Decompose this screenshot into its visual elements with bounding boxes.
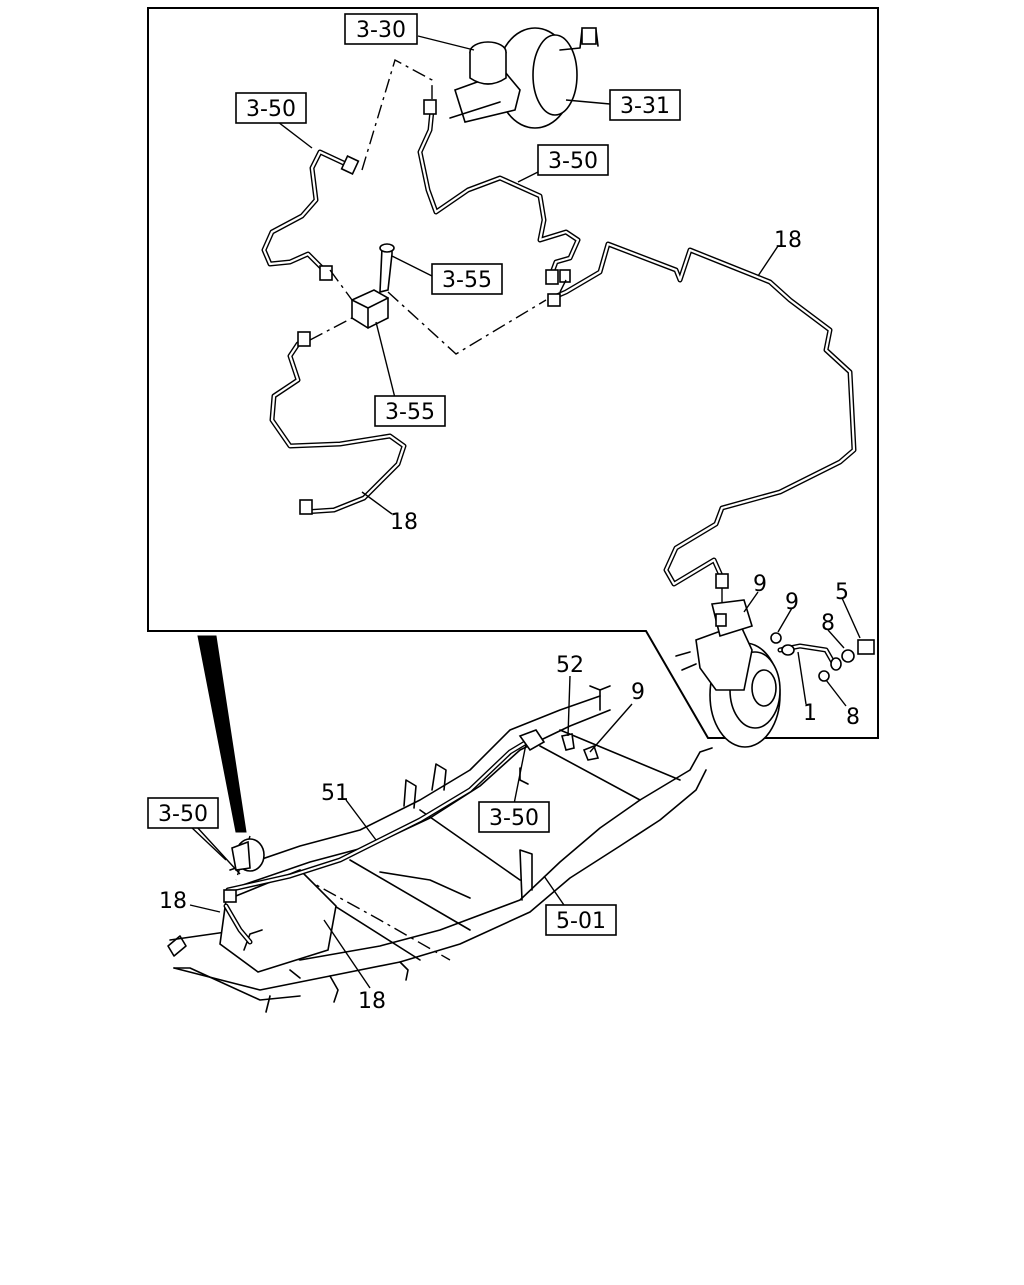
master-cylinder-small [231, 838, 265, 872]
part-number-8-lower: 8 [846, 705, 860, 730]
callout-3-50-top-right-text: 3-50 [548, 149, 598, 174]
pointer-arrow [197, 635, 247, 833]
callout-5-01-text: 5-01 [556, 909, 606, 934]
callout-3-50-top-right: 3-50 [537, 144, 609, 176]
brake-booster [496, 27, 599, 129]
callout-3-50-top-left: 3-50 [235, 92, 307, 124]
brake-pipe-upper-left [261, 149, 353, 273]
callout-5-01: 5-01 [545, 904, 617, 936]
brake-pipe-master-to-union [417, 107, 581, 281]
callout-3-55-lower: 3-55 [374, 395, 446, 427]
part-number-9-frame: 9 [631, 680, 645, 705]
callout-3-30: 3-30 [344, 13, 418, 45]
callout-3-50-frame-left-text: 3-50 [158, 802, 208, 827]
frame-brake-pipes [223, 737, 533, 945]
brake-pipe-long-right [549, 241, 857, 587]
part-number-9-clip: 9 [785, 590, 799, 615]
fuel-tank [219, 869, 337, 979]
part-number-5: 5 [835, 580, 849, 605]
callout-3-31: 3-31 [609, 89, 681, 121]
callout-3-55-upper: 3-55 [431, 263, 503, 295]
part-number-1: 1 [803, 701, 817, 726]
callout-3-50-frame-left: 3-50 [147, 797, 219, 829]
flare-nut-fittings [297, 99, 729, 589]
master-cylinder [449, 41, 521, 123]
callout-3-55-lower-text: 3-55 [385, 400, 435, 425]
part-number-9-caliper: 9 [753, 572, 767, 597]
part-number-18-upper: 18 [774, 228, 802, 253]
callout-3-31-text: 3-31 [620, 94, 670, 119]
part-number-18-frame-left: 18 [159, 889, 187, 914]
small-fittings [770, 632, 875, 682]
brake-caliper-assembly [675, 599, 781, 748]
part-number-8-upper: 8 [821, 611, 835, 636]
leader-lines [189, 35, 861, 989]
part-number-51: 51 [321, 781, 349, 806]
callout-3-50-frame-center: 3-50 [478, 801, 550, 833]
callout-3-30-text: 3-30 [356, 18, 406, 43]
brake-pipe-lower-left [269, 341, 407, 515]
part-number-18-frame-bottom: 18 [358, 989, 386, 1014]
part-number-18-lower-left: 18 [390, 510, 418, 535]
callout-3-55-upper-text: 3-55 [442, 268, 492, 293]
callout-3-50-top-left-text: 3-50 [246, 97, 296, 122]
detail-inset-frame [147, 7, 879, 739]
callout-3-50-frame-center-text: 3-50 [489, 806, 539, 831]
part-number-52: 52 [556, 653, 584, 678]
three-way-union [351, 243, 395, 329]
